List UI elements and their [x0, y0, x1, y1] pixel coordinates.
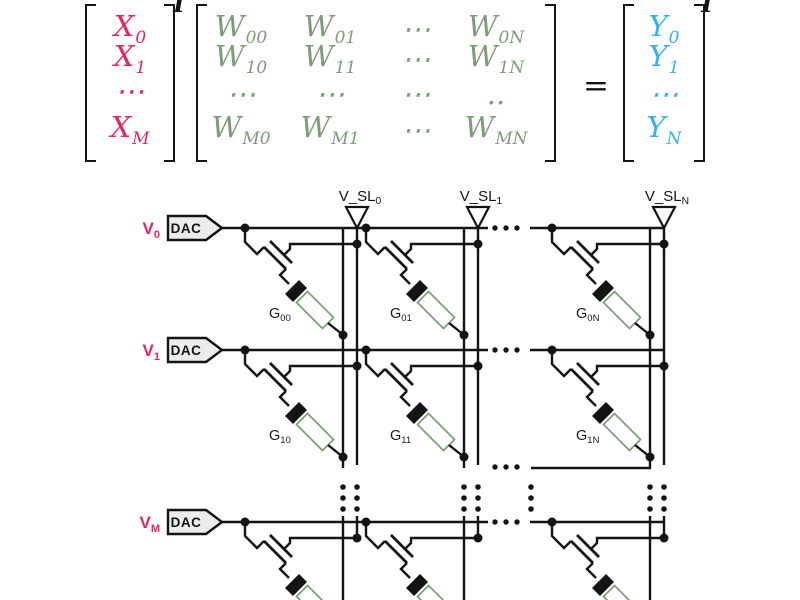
w-entry: W10 — [214, 38, 268, 78]
w-entry: WM0 — [211, 109, 271, 149]
w-entry-dots: ⋯ — [315, 76, 345, 111]
w-entry-dots: ⋯ — [401, 41, 431, 76]
row-label-v1: V1 — [143, 341, 160, 363]
equals-sign: = — [583, 68, 609, 104]
matrix-equation: X0 X1 ⋯ XM T W00 W01 ⋯ W0N W10 W11 ⋯ W1N… — [0, 0, 800, 178]
w-entry-dots: ⋯ — [401, 11, 431, 46]
dac-box — [166, 508, 224, 536]
y-entry-dots: ⋯ — [649, 76, 679, 111]
y-vector: Y0 Y1 ⋯ YN — [623, 4, 705, 162]
bracket-left — [196, 4, 207, 162]
sl-driver-triangle — [651, 205, 677, 231]
transpose-mark: T — [170, 0, 188, 18]
cell-label-g10: G10 — [269, 428, 291, 446]
x-entry: X1 — [113, 38, 147, 78]
row-label-vm: VM — [139, 513, 160, 535]
dac-box — [166, 214, 224, 242]
column-label-sl0: V_SL0 — [339, 188, 382, 207]
y-entry: Y0 — [648, 8, 680, 48]
w-entry: WM1 — [300, 109, 360, 149]
y-entry: Y1 — [648, 38, 680, 78]
x-entry: XM — [110, 109, 150, 149]
cell-label-g11: G11 — [390, 428, 411, 446]
x-entry: X0 — [113, 8, 147, 48]
w-entry-dots: ⋯ — [401, 76, 431, 111]
column-label-sln: V_SLN — [645, 188, 689, 207]
dac-label: DAC — [171, 221, 202, 236]
row-v0: V0 DAC — [143, 214, 664, 242]
continuation-dots — [492, 464, 534, 512]
dac-box — [166, 336, 224, 364]
w-entry: WMN — [464, 109, 528, 149]
transpose-mark: T — [698, 0, 716, 18]
w-entry-dots: .. — [486, 76, 506, 111]
column-sl1: V_SL1 — [460, 188, 503, 600]
y-entry: YN — [646, 109, 682, 149]
cell-label-g00: G00 — [269, 306, 291, 324]
sl-driver-triangle — [344, 205, 370, 231]
cell-label-g1n: G1N — [576, 428, 600, 446]
bracket-left — [623, 4, 634, 162]
column-sl0: V_SL0 — [339, 188, 382, 600]
sl-driver-triangle — [465, 205, 491, 231]
cell-label-g01: G01 — [390, 306, 412, 324]
dac-label: DAC — [171, 343, 202, 358]
w-entry-dots: ⋯ — [401, 112, 431, 147]
w-entry: W00 — [214, 8, 268, 48]
w-entry: W01 — [303, 8, 357, 48]
row-vm: VM DAC — [139, 508, 664, 536]
bracket-right — [694, 4, 705, 162]
w-entry: W1N — [467, 38, 525, 78]
w-entry-dots: ⋯ — [226, 76, 256, 111]
x-entry-dots: ⋯ — [115, 73, 144, 108]
w-entry: W11 — [303, 38, 357, 78]
w-entry: W0N — [467, 8, 525, 48]
bracket-left — [85, 4, 96, 162]
w-matrix: W00 W01 ⋯ W0N W10 W11 ⋯ W1N ⋯ ⋯ ⋯ .. WM0… — [196, 4, 556, 162]
bracket-right — [164, 4, 175, 162]
row-label-v0: V0 — [143, 219, 160, 241]
column-sln: V_SLN — [531, 188, 689, 600]
bracket-right — [545, 4, 556, 162]
x-vector: X0 X1 ⋯ XM — [85, 4, 175, 162]
cell-label-g0n: G0N — [576, 306, 600, 324]
dac-label: DAC — [171, 515, 202, 530]
column-label-sl1: V_SL1 — [460, 188, 503, 207]
row-v1: V1 DAC — [143, 336, 664, 364]
